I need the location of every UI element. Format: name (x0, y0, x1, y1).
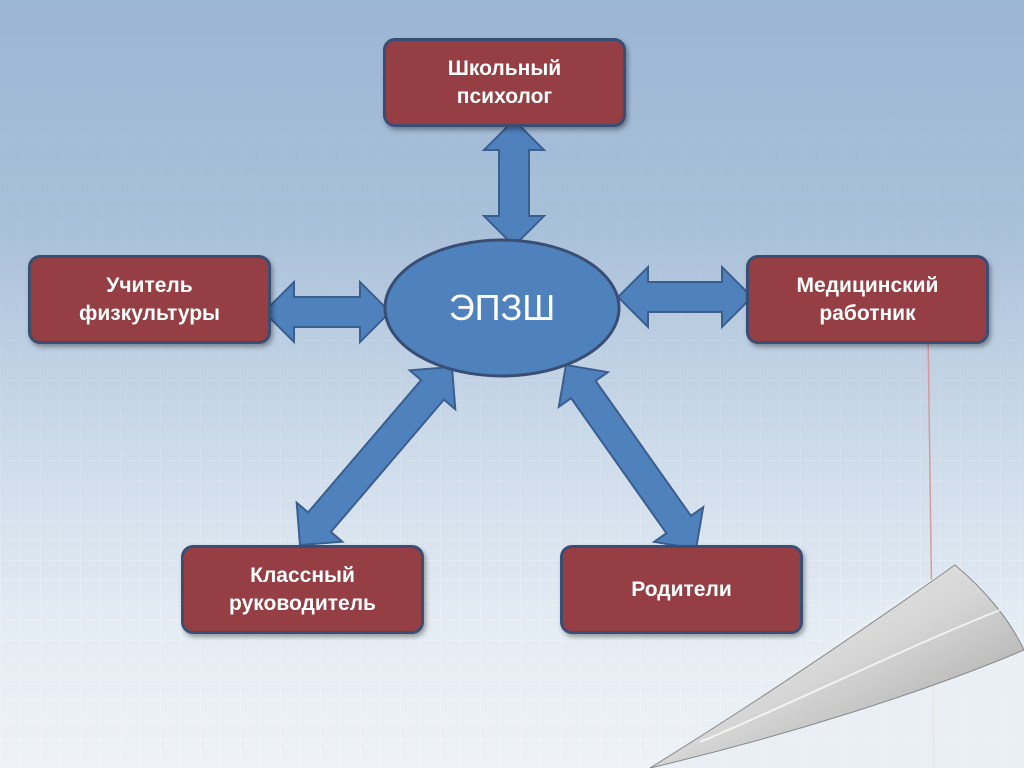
arrow-medical (616, 264, 754, 330)
node-label: физкультуры (78, 301, 220, 325)
arrow-class-teacher (295, 365, 457, 547)
node-label: Учитель (106, 273, 193, 297)
arrow-psychologist (481, 118, 547, 248)
node-school-psychologist: Школьный психолог (383, 38, 626, 127)
center-ellipse (383, 238, 621, 378)
node-label: руководитель (229, 591, 376, 615)
arrow-parents (557, 363, 705, 551)
node-label: работник (819, 301, 916, 325)
node-label: Школьный (447, 56, 562, 80)
node-label: Классный (250, 563, 355, 587)
page-curl (649, 564, 1024, 768)
node-medical-worker: Медицинский работник (746, 255, 989, 344)
node-label: Медицинский (796, 273, 939, 297)
node-label: Родители (631, 577, 732, 601)
node-pe-teacher: Учитель физкультуры (28, 255, 271, 344)
center-label: ЭПЗШ (448, 287, 556, 328)
node-class-teacher: Классный руководитель (181, 545, 424, 634)
arrow-pe-teacher (262, 279, 392, 345)
node-parents: Родители (560, 545, 803, 634)
node-label: психолог (456, 84, 553, 108)
